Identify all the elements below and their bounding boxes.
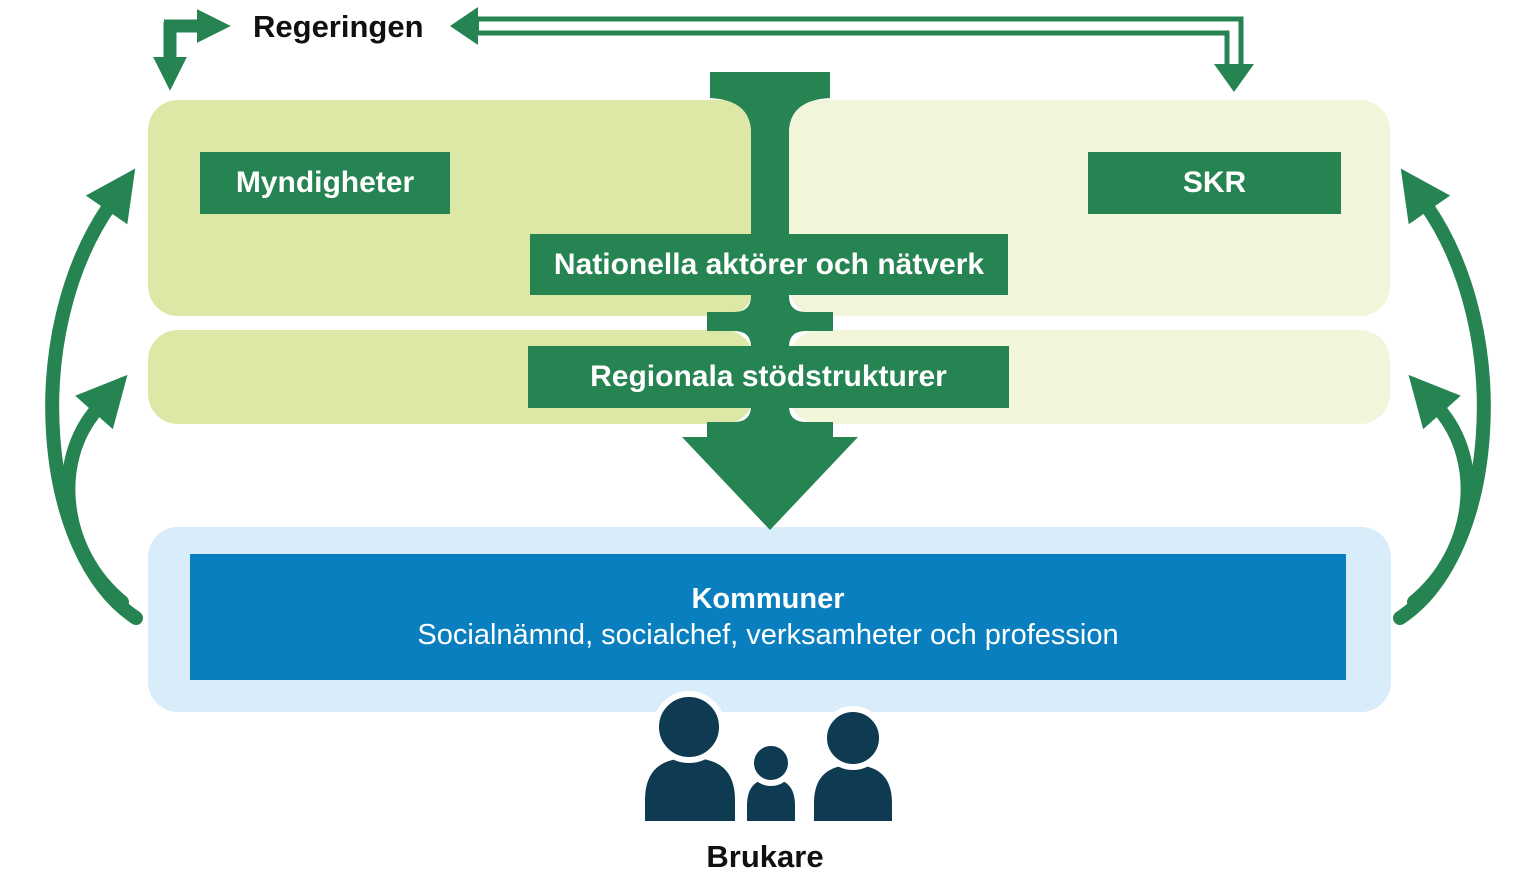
skr-box: SKR	[1088, 152, 1341, 214]
myndigheter-label: Myndigheter	[235, 166, 415, 199]
curved-arrow-left-inner	[61, 374, 129, 609]
double-elbow-arrow-regeringen-skr	[450, 7, 1254, 92]
arrowhead-down-icon	[1214, 64, 1254, 92]
regionala-label: Regionala stödstrukturer	[590, 360, 947, 393]
arrowhead-left-icon	[450, 7, 478, 45]
person-adult-right-icon	[808, 706, 898, 827]
kommuner-box: Kommuner Socialnämnd, socialchef, verksa…	[190, 554, 1346, 680]
curved-arrow-right-inner	[1407, 374, 1475, 609]
regionala-banner: Regionala stödstrukturer	[528, 346, 1009, 408]
regeringen-label: Regeringen	[253, 9, 424, 44]
nationella-label: Nationella aktörer och nätverk	[553, 247, 985, 281]
people-icon	[639, 691, 898, 827]
nationella-banner: Nationella aktörer och nätverk	[530, 234, 1008, 295]
elbow-arrow-regeringen-left	[153, 9, 231, 91]
curved-arrow-right-outer	[1393, 168, 1491, 625]
curved-arrow-left-outer	[45, 168, 143, 625]
kommuner-title: Kommuner	[691, 582, 845, 615]
brukare-label: Brukare	[706, 839, 824, 874]
person-adult-left-icon	[639, 691, 741, 827]
skr-label: SKR	[1182, 166, 1247, 199]
kommuner-subtitle: Socialnämnd, socialchef, verksamheter oc…	[417, 618, 1119, 651]
myndigheter-box: Myndigheter	[200, 152, 450, 214]
person-child-icon	[741, 740, 801, 827]
